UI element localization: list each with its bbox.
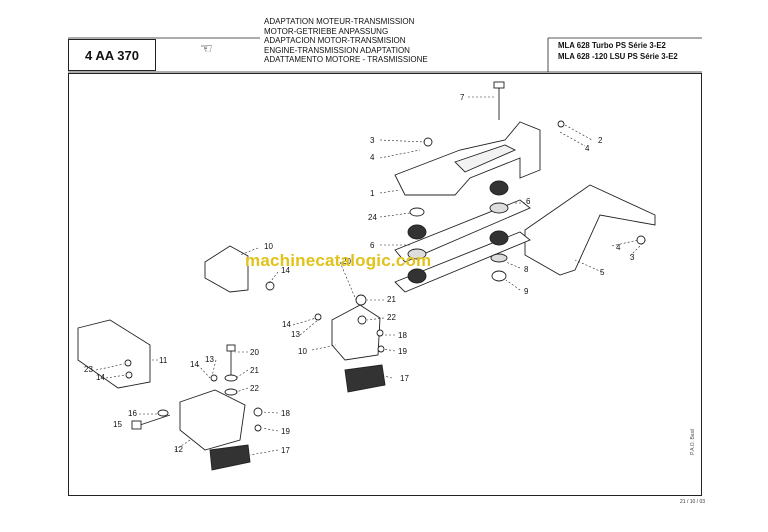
callout-12: 12 — [174, 445, 183, 454]
callout-23: 23 — [84, 365, 93, 374]
callout-10-upper: 10 — [264, 242, 273, 251]
callout-6-left: 6 — [370, 241, 375, 250]
callout-4-far-right: 4 — [616, 243, 621, 252]
callout-4-right: 4 — [585, 144, 590, 153]
callout-10-middle: 10 — [298, 347, 307, 356]
callout-labels: 7 3 4 1 24 6 2 4 6 5 8 9 4 3 10 14 20 21… — [84, 93, 635, 455]
part-bracket-5 — [524, 184, 656, 276]
callout-24: 24 — [368, 213, 377, 222]
part-engine-mount-17-middle — [344, 364, 386, 393]
part-bracket-10-middle — [331, 304, 381, 361]
callout-18-middle: 18 — [398, 331, 407, 340]
callout-8: 8 — [524, 265, 529, 274]
model-line-2: MLA 628 -120 LSU PS Série 3-E2 — [558, 52, 678, 61]
part-engine-mount-17-lower — [209, 444, 251, 471]
part-silentblock-left — [407, 224, 427, 240]
part-plate-6b — [394, 231, 531, 293]
section-titles: ADAPTATION MOTEUR-TRANSMISSION MOTOR-GET… — [264, 17, 428, 65]
pointing-hand-icon: ☜ — [200, 40, 213, 56]
watermark-text: machinecatalogic.com — [245, 251, 432, 270]
page-date: 21 / 10 / 03 — [680, 499, 706, 505]
callout-14-upper: 14 — [281, 266, 290, 275]
callout-14-middle: 14 — [282, 320, 291, 329]
callout-21-lower: 21 — [250, 366, 259, 375]
callout-13-middle: 13 — [291, 330, 300, 339]
callout-15: 15 — [113, 420, 122, 429]
part-bolt-7 — [493, 81, 505, 89]
callout-20-lower: 20 — [250, 348, 259, 357]
title-en: ENGINE-TRANSMISSION ADAPTATION — [264, 45, 410, 55]
model-line-1: MLA 628 Turbo PS Série 3-E2 — [558, 41, 666, 50]
callout-22-middle: 22 — [387, 313, 396, 322]
callout-17-middle: 17 — [400, 374, 409, 383]
callout-11: 11 — [159, 356, 168, 365]
part-bracket-11 — [77, 319, 151, 389]
callout-4-left: 4 — [370, 153, 375, 162]
callout-19-lower: 19 — [281, 427, 290, 436]
title-es: ADAPTACION MOTOR-TRANSMISION — [264, 36, 406, 46]
callout-7: 7 — [460, 93, 465, 102]
callout-1: 1 — [370, 189, 375, 198]
page-code: 4 AA 370 — [68, 39, 156, 71]
callout-17-lower: 17 — [281, 446, 290, 455]
callout-18-lower: 18 — [281, 409, 290, 418]
callout-9: 9 — [524, 287, 529, 296]
callout-3-left: 3 — [370, 136, 375, 145]
callout-20-middle: 20 — [342, 257, 351, 266]
callout-16: 16 — [128, 409, 137, 418]
callout-14-left: 14 — [96, 373, 105, 382]
callout-2: 2 — [598, 136, 603, 145]
callout-13-lower: 13 — [205, 355, 214, 364]
callout-6-right: 6 — [526, 197, 531, 206]
title-it: ADATTAMENTO MOTORE - TRASMISSIONE — [264, 55, 428, 65]
side-label: P.A.O. Basil — [690, 428, 696, 455]
callout-19-middle: 19 — [398, 347, 407, 356]
callout-14-lower: 14 — [190, 360, 199, 369]
callout-3-right: 3 — [630, 253, 635, 262]
part-silentblock-right — [489, 230, 509, 246]
callout-21-middle: 21 — [387, 295, 396, 304]
part-plate-6a — [394, 199, 531, 263]
title-de: MOTOR-GETRIEBE ANPASSUNG — [264, 26, 389, 36]
diagram-frame — [68, 73, 702, 496]
part-bracket-10-upper — [204, 245, 249, 293]
callout-5: 5 — [600, 268, 605, 277]
part-silentblock-upper — [489, 180, 509, 196]
callout-22-lower: 22 — [250, 384, 259, 393]
title-fr: ADAPTATION MOTEUR-TRANSMISSION — [264, 17, 415, 26]
part-bracket-12 — [179, 389, 246, 451]
model-list: MLA 628 Turbo PS Série 3-E2 MLA 628 -120… — [558, 37, 698, 69]
